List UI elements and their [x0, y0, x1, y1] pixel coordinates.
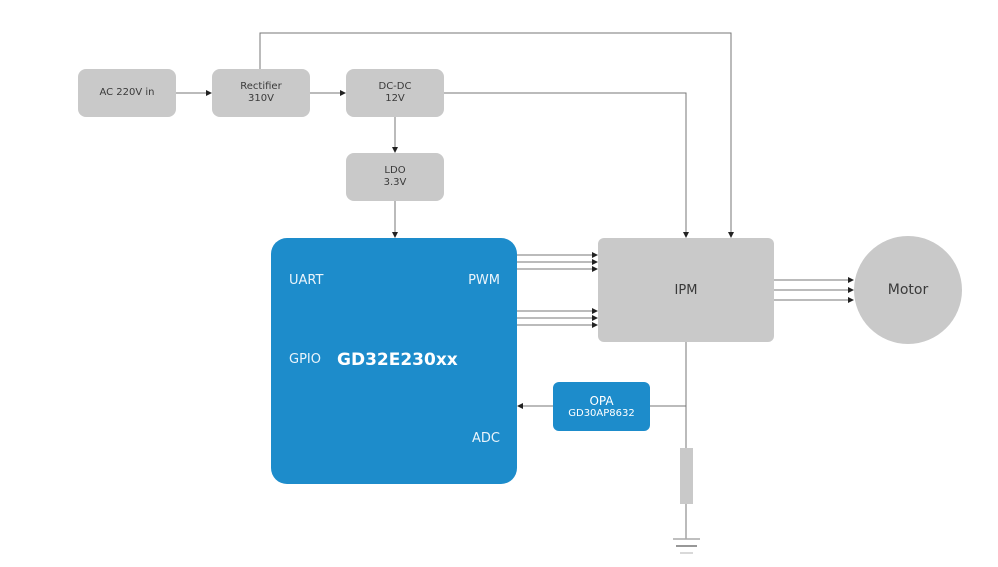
rectifier-block: Rectifier 310V — [212, 69, 310, 117]
motor-block: Motor — [854, 236, 962, 344]
dcdc-voltage: 12V — [385, 93, 405, 104]
dcdc-label: DC-DC — [378, 81, 412, 92]
ldo-label: LDO — [384, 165, 406, 176]
ipm-block: IPM — [598, 238, 774, 342]
gpio-label: GPIO — [289, 352, 321, 367]
mcu-name: GD32E230xx — [337, 350, 458, 370]
pwm-label: PWM — [468, 273, 500, 288]
dcdc-block: DC-DC 12V — [346, 69, 444, 117]
uart-label: UART — [289, 273, 324, 288]
wire-dcdc-to-ipm — [444, 92, 689, 238]
ipm-label: IPM — [674, 282, 698, 298]
wire-rectifier-to-ipm — [259, 32, 734, 238]
opa-label: OPA — [589, 393, 614, 408]
shunt-resistor — [680, 448, 693, 504]
rectifier-label: Rectifier — [240, 81, 282, 92]
ldo-voltage: 3.3V — [383, 177, 407, 188]
ac-input-block: AC 220V in — [78, 69, 176, 117]
adc-label: ADC — [472, 431, 500, 446]
ac-input-label: AC 220V in — [99, 87, 155, 98]
mcu-block: UART PWM GPIO GD32E230xx ADC — [271, 238, 517, 484]
ground-symbol — [673, 538, 700, 554]
opa-part-number: GD30AP8632 — [568, 407, 635, 419]
rectifier-voltage: 310V — [248, 93, 274, 104]
opa-block: OPA GD30AP8632 — [553, 382, 650, 431]
motor-label: Motor — [887, 282, 929, 298]
ldo-block: LDO 3.3V — [346, 153, 444, 201]
